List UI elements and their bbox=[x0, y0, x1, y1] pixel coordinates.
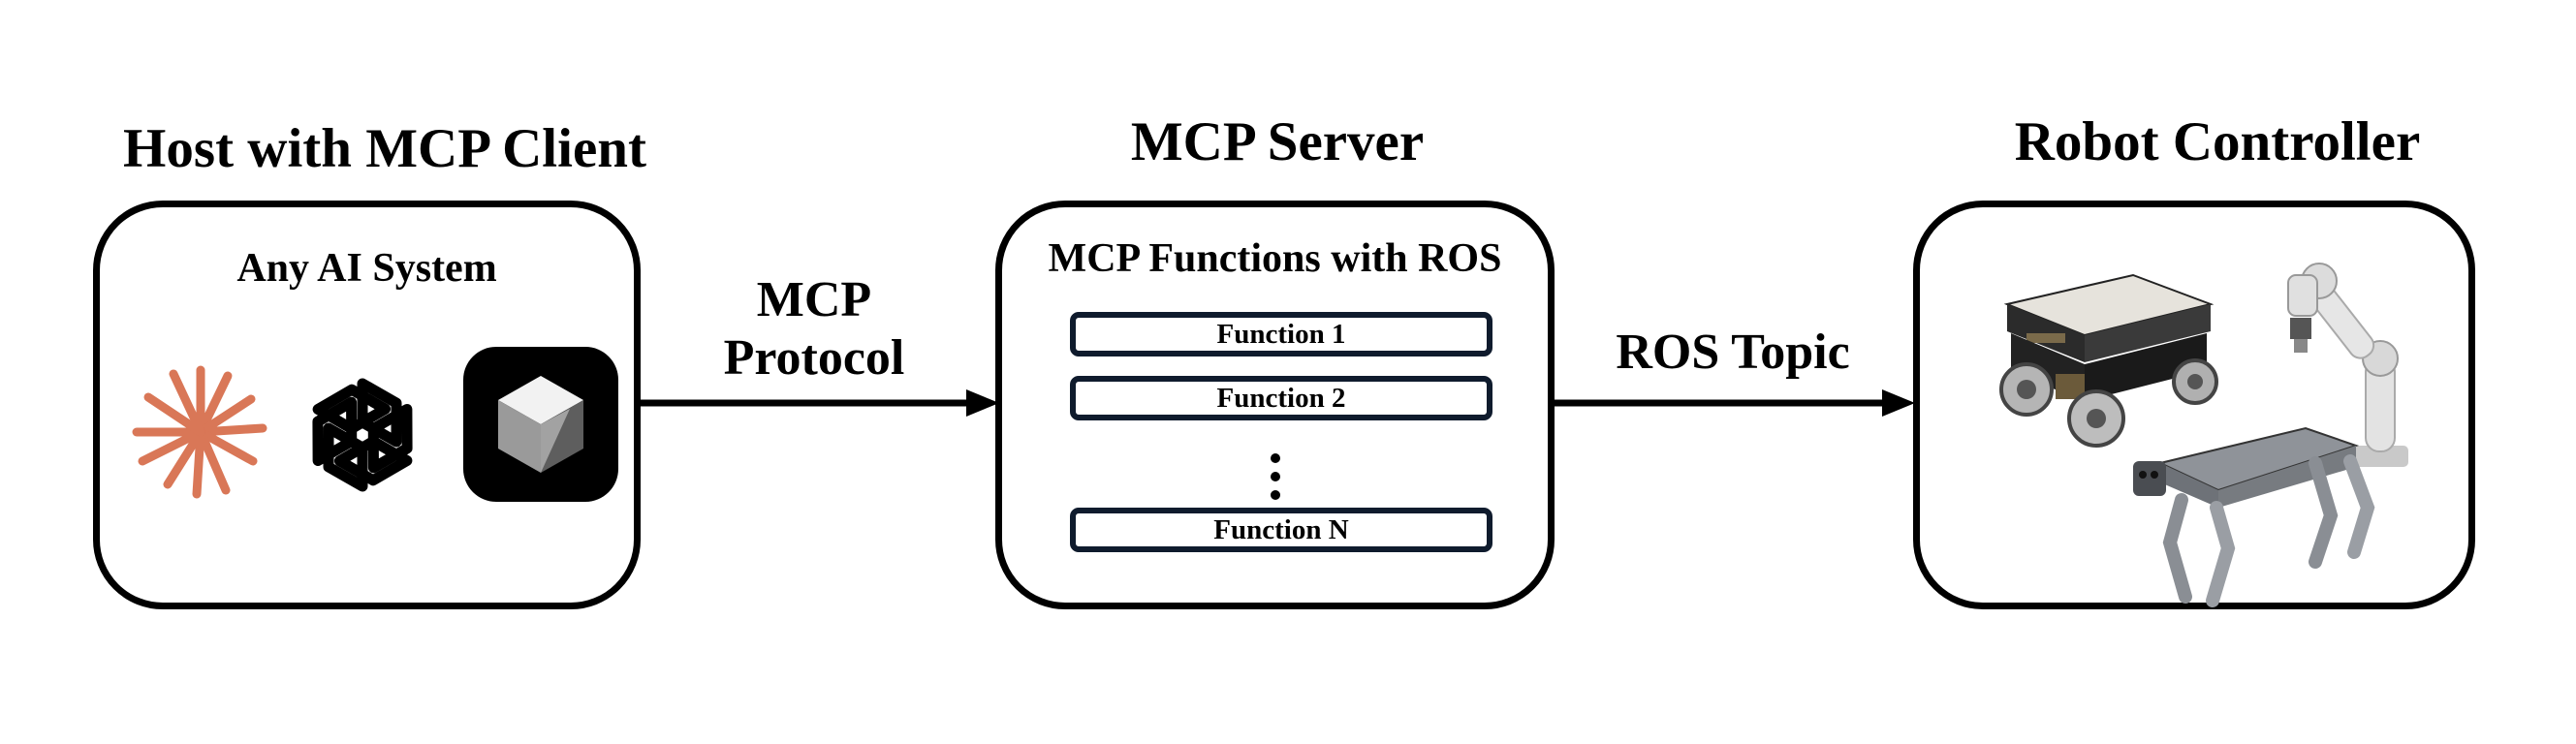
host-panel: Any AI System bbox=[93, 201, 641, 609]
host-title: Host with MCP Client bbox=[123, 118, 646, 179]
function-box-2: Function 2 bbox=[1070, 376, 1492, 420]
mobile-base-robot bbox=[1999, 273, 2218, 448]
ellipsis-dots bbox=[1270, 453, 1280, 509]
robot-panel bbox=[1913, 201, 2475, 609]
host-panel-label: Any AI System bbox=[236, 246, 497, 291]
function-box-n: Function N bbox=[1070, 508, 1492, 552]
ros-topic-label: ROS Topic bbox=[1616, 325, 1850, 380]
mcp-protocol-label-line1: MCP bbox=[756, 272, 872, 327]
knot-logo-icon bbox=[312, 378, 413, 492]
arrow-host-to-server bbox=[641, 389, 999, 417]
server-panel: MCP Functions with ROS Function 1 Functi… bbox=[995, 201, 1555, 609]
starburst-logo-icon bbox=[132, 365, 267, 499]
robot-controller-title: Robot Controller bbox=[2014, 111, 2421, 172]
quadruped-robot-dog bbox=[2133, 426, 2375, 607]
arrow-server-to-robot bbox=[1555, 389, 1915, 417]
robot-arm bbox=[2287, 263, 2408, 467]
cube-logo-icon bbox=[463, 347, 618, 502]
server-title: MCP Server bbox=[1130, 111, 1425, 172]
server-panel-label: MCP Functions with ROS bbox=[1048, 236, 1502, 281]
mcp-protocol-label-line2: Protocol bbox=[723, 329, 905, 386]
mcp-protocol-label: MCP Protocol bbox=[724, 271, 905, 388]
function-box-1: Function 1 bbox=[1070, 312, 1492, 356]
